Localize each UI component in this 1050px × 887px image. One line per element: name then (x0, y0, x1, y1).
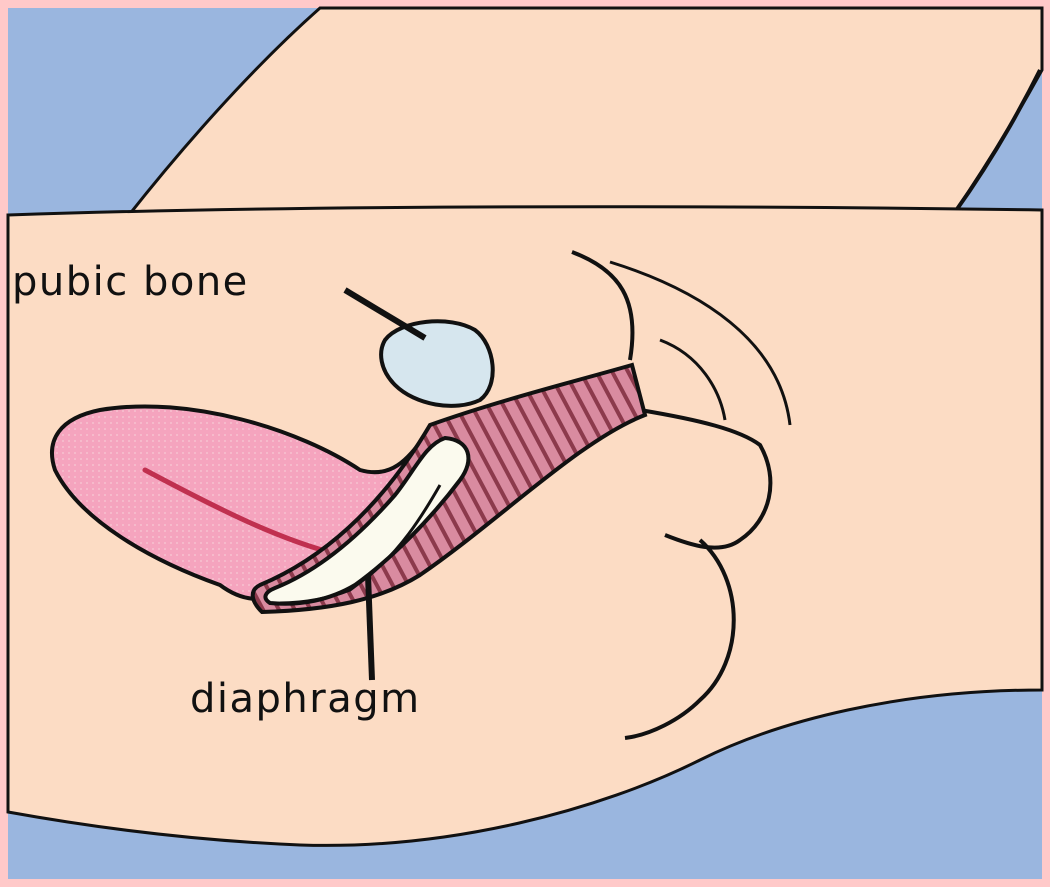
diaphragm-label: diaphragm (190, 676, 421, 722)
diaphragm-leader-line (368, 575, 372, 680)
pubic-bone-label: pubic bone (12, 259, 249, 305)
